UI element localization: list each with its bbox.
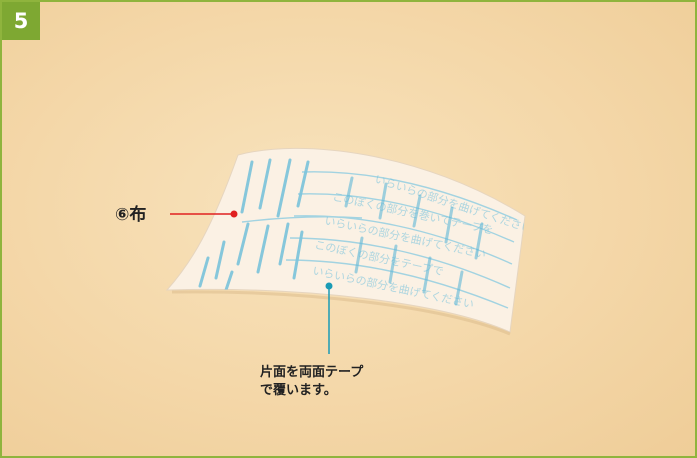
cloth-label: ⑥布 <box>115 205 147 225</box>
caption-line-1: 片面を両面テープ <box>260 365 364 380</box>
instruction-caption: 片面を両面テープ で覆います。 <box>260 364 430 400</box>
cloth-piece <box>165 147 526 333</box>
step-number-badge: 5 <box>2 2 40 40</box>
caption-line-2: で覆います。 <box>260 383 337 398</box>
caption-pointer-dot <box>325 282 333 290</box>
cloth-label-pointer-dot <box>230 210 238 218</box>
